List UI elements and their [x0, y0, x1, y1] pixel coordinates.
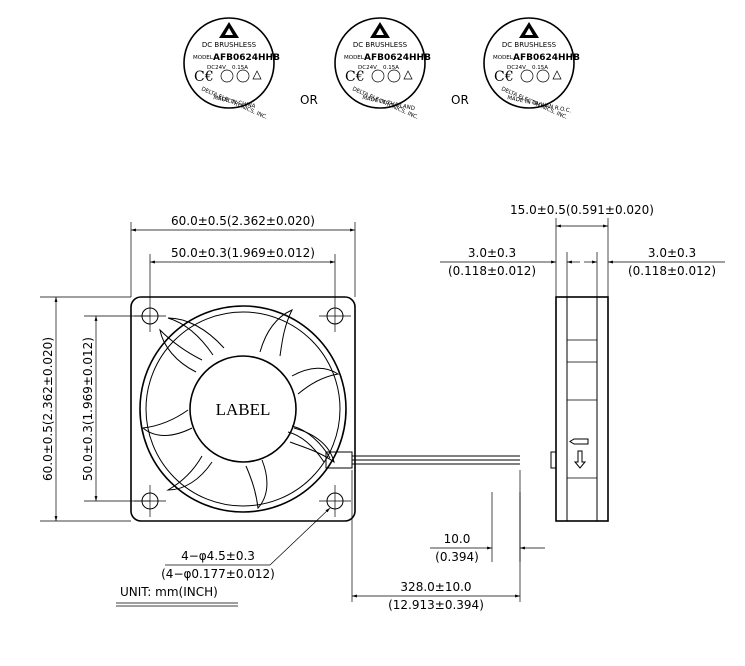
- label-voltage: DC24V: [507, 65, 526, 71]
- hub-label: LABEL: [216, 400, 271, 419]
- ul-mark-icon: [220, 69, 234, 83]
- dim-flange-right-in: (0.118±0.012): [628, 264, 716, 278]
- unit-note: UNIT: mm(INCH): [120, 585, 218, 599]
- label-voltage: DC24V: [358, 65, 377, 71]
- dim-hole-dia-mm: 4−φ4.5±0.3: [181, 549, 255, 563]
- dim-strip-mm: 10.0: [444, 532, 471, 546]
- ce-mark-icon: C€: [494, 69, 514, 85]
- label-disc-1: DC BRUSHLESS MODEL AFB0624HHB DC24V 0.15…: [183, 17, 280, 121]
- lead-wires: [287, 425, 520, 469]
- tuv-mark-icon: [236, 69, 250, 83]
- label-disc-2: DC BRUSHLESS MODEL AFB0624HHB DC24V 0.15…: [334, 17, 431, 121]
- label-model-prefix: MODEL: [344, 55, 365, 61]
- label-origin: MADE IN THAILAND: [362, 95, 416, 112]
- or-text-1: OR: [300, 93, 318, 107]
- dim-flange-left-mm: 3.0±0.3: [468, 246, 516, 260]
- dim-lead-mm: 328.0±10.0: [400, 580, 471, 594]
- label-current: 0.15A: [383, 65, 399, 71]
- dim-overall-width: 60.0±0.5(2.362±0.020): [171, 214, 315, 228]
- label-title: DC BRUSHLESS: [353, 41, 408, 49]
- label-origin: MADE IN TAIWAN R.O.C.: [507, 95, 572, 115]
- tuv-mark-icon: [536, 69, 550, 83]
- dim-hole-spacing-x: 50.0±0.3(1.969±0.012): [171, 246, 315, 260]
- label-model: AFB0624HHB: [213, 53, 280, 63]
- label-current: 0.15A: [532, 65, 548, 71]
- dim-thickness: 15.0±0.5(0.591±0.020): [510, 203, 654, 217]
- dim-strip-in: (0.394): [435, 550, 479, 564]
- label-model-prefix: MODEL: [193, 55, 214, 61]
- tuv-mark-icon: [387, 69, 401, 83]
- label-title: DC BRUSHLESS: [502, 41, 557, 49]
- label-voltage: DC24V: [207, 65, 226, 71]
- ce-mark-icon: C€: [194, 69, 214, 85]
- dim-hole-spacing-y: 50.0±0.3(1.969±0.012): [81, 337, 95, 481]
- dim-flange-left-in: (0.118±0.012): [448, 264, 536, 278]
- fan-side-view: [550, 296, 609, 522]
- fan-front-view: LABEL: [130, 296, 520, 522]
- dim-flange-right-mm: 3.0±0.3: [648, 246, 696, 260]
- label-title: DC BRUSHLESS: [202, 41, 257, 49]
- dim-overall-height: 60.0±0.5(2.362±0.020): [41, 337, 55, 481]
- airflow-arrow-icon: [569, 438, 589, 445]
- ul-mark-icon: [520, 69, 534, 83]
- dim-lead-in: (12.913±0.394): [388, 598, 484, 612]
- label-model: AFB0624HHB: [364, 53, 431, 63]
- label-model: AFB0624HHB: [513, 53, 580, 63]
- or-text-2: OR: [451, 93, 469, 107]
- dim-hole-dia-in: (4−φ0.177±0.012): [161, 567, 275, 581]
- ul-mark-icon: [371, 69, 385, 83]
- label-disc-3: DC BRUSHLESS MODEL AFB0624HHB DC24V 0.15…: [483, 17, 580, 121]
- fan-blades: [141, 308, 340, 510]
- ce-mark-icon: C€: [345, 69, 365, 85]
- rotation-arrow-icon: [573, 450, 587, 469]
- label-model-prefix: MODEL: [493, 55, 514, 61]
- label-current: 0.15A: [232, 65, 248, 71]
